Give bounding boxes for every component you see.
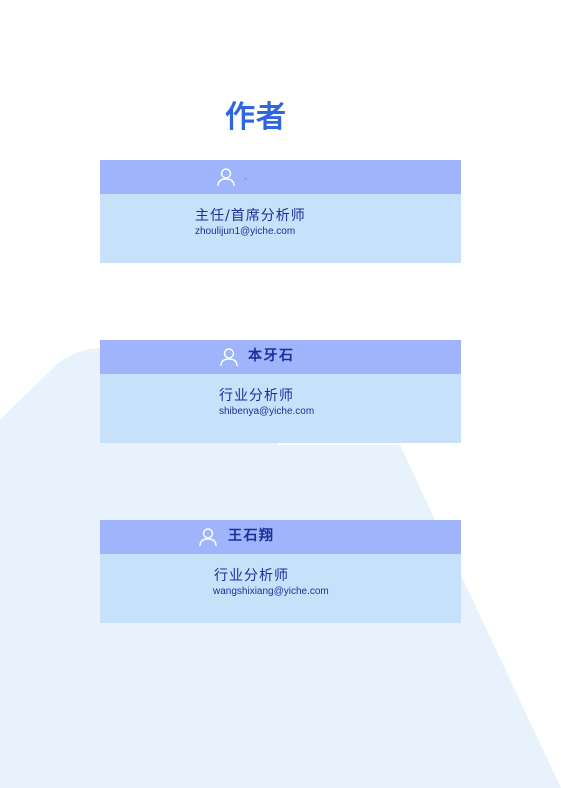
author-email[interactable]: shibenya@yiche.com (219, 406, 315, 417)
author-card-header: 本牙石 (100, 340, 461, 374)
page-title: 作者 (225, 100, 287, 135)
author-card-body: 行业分析师 wangshixiang@yiche.com (100, 554, 461, 623)
user-icon (220, 348, 238, 367)
author-role: 行业分析师 (214, 568, 289, 584)
author-name: 本牙石 (248, 348, 295, 364)
author-email[interactable]: wangshixiang@yiche.com (213, 586, 329, 597)
author-role: 主任/首席分析师 (195, 208, 306, 224)
author-card-body: 主任/首席分析师 zhoulijun1@yiche.com (100, 194, 461, 263)
author-card: - 主任/首席分析师 zhoulijun1@yiche.com (100, 160, 461, 263)
author-card: 本牙石 行业分析师 shibenya@yiche.com (100, 340, 461, 443)
author-card-header: 王石翔 (100, 520, 461, 554)
author-name: - (244, 174, 249, 184)
author-role: 行业分析师 (219, 388, 294, 404)
author-card: 王石翔 行业分析师 wangshixiang@yiche.com (100, 520, 461, 623)
author-card-header: - (100, 160, 461, 194)
author-email[interactable]: zhoulijun1@yiche.com (195, 226, 296, 237)
author-name: 王石翔 (228, 528, 275, 544)
user-icon (217, 168, 235, 187)
author-card-body: 行业分析师 shibenya@yiche.com (100, 374, 461, 443)
user-icon (199, 528, 217, 547)
